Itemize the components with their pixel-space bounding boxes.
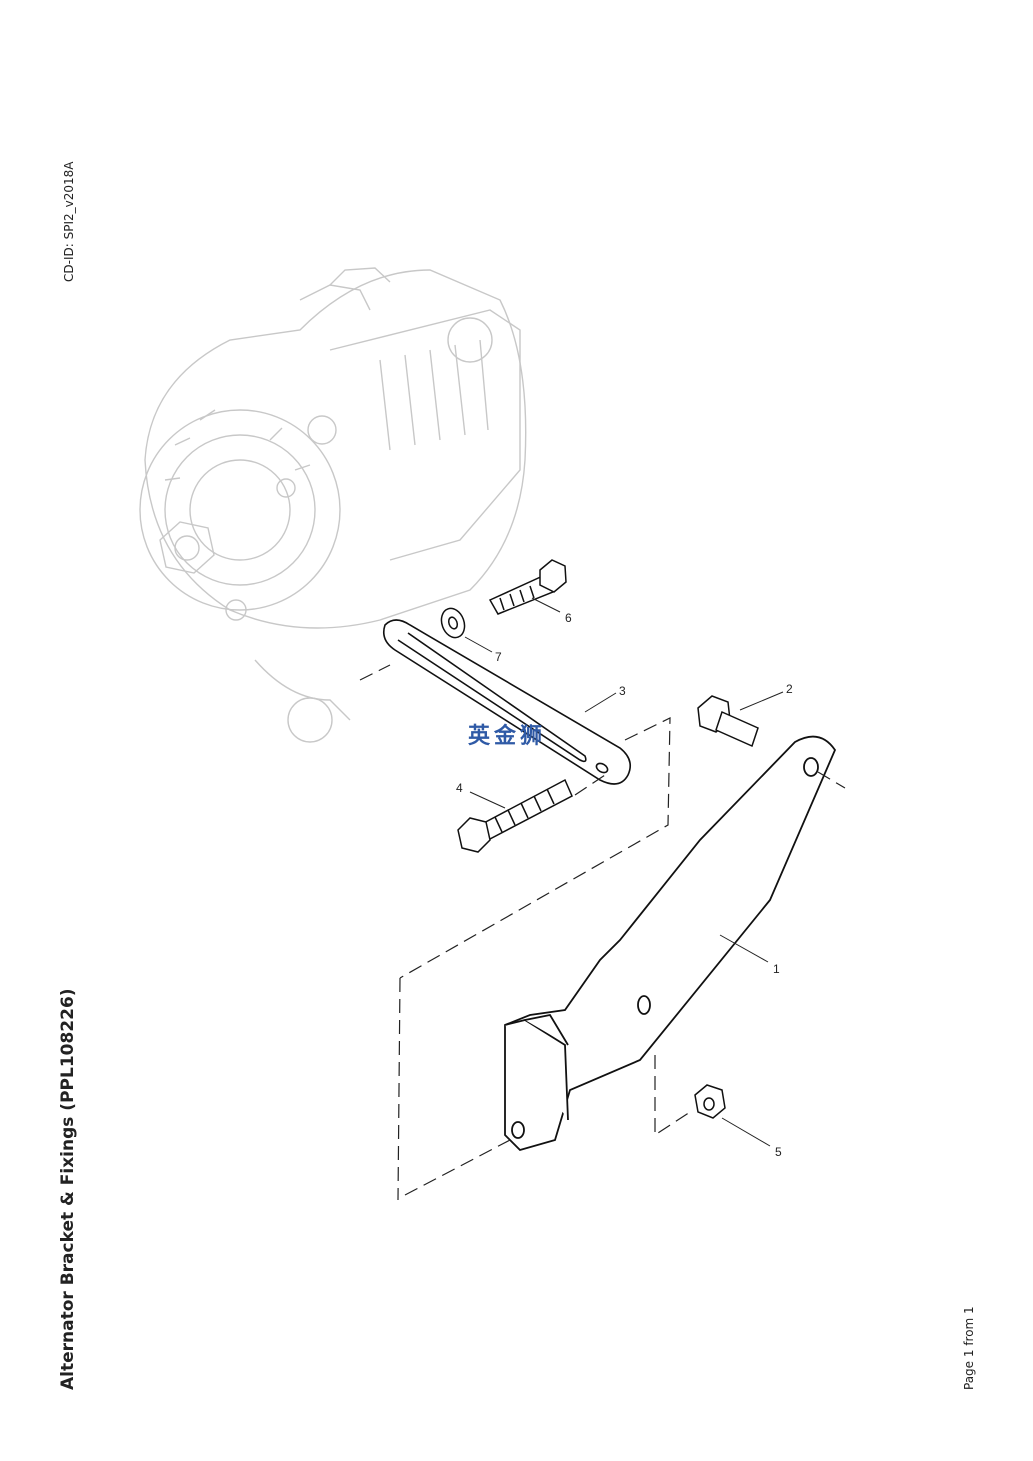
assembly-lines — [359, 664, 846, 1201]
nut-5 — [694, 1084, 726, 1119]
washer-7 — [440, 607, 466, 639]
callout-4: 4 — [456, 781, 463, 795]
callout-6: 6 — [565, 611, 572, 625]
callout-2: 2 — [786, 682, 793, 696]
leader-lines — [464, 597, 784, 1147]
callout-7: 7 — [495, 650, 502, 664]
bolt-4 — [457, 778, 573, 853]
bracket-1 — [504, 735, 837, 1152]
callout-3: 3 — [619, 684, 626, 698]
callout-5: 5 — [775, 1145, 782, 1159]
link-bracket-3 — [382, 619, 631, 785]
bolt-2 — [697, 695, 759, 748]
bolt-6 — [488, 559, 567, 615]
callout-1: 1 — [773, 962, 780, 976]
alternator-drawing — [139, 267, 527, 743]
watermark-text: 英金狮 — [468, 724, 547, 749]
